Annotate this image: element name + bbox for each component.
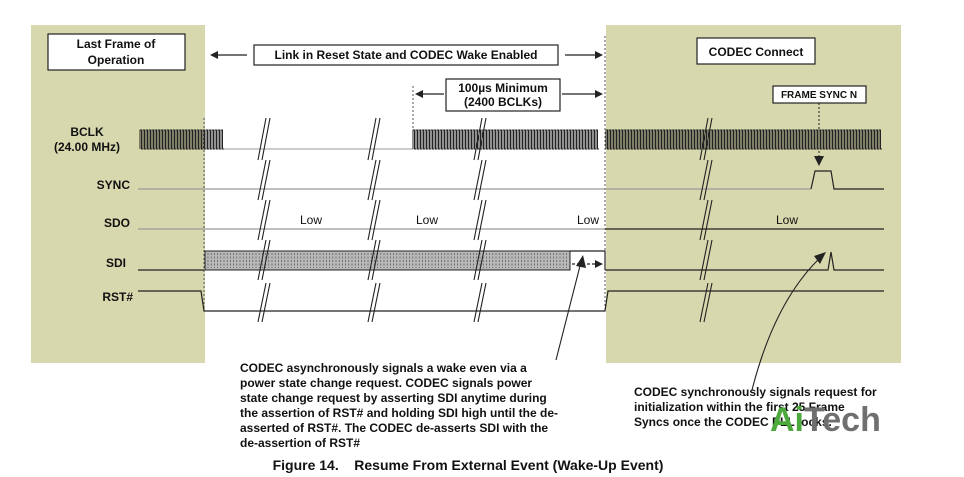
break-mark-4c (699, 199, 713, 241)
left-note-pointer (555, 261, 582, 361)
break-mark-4d (699, 239, 713, 281)
frame-sync-label: FRAME SYNC N (781, 90, 857, 101)
right-note-line1: CODEC synchronously signals request for (634, 385, 877, 399)
break-mark-2d (367, 239, 381, 281)
link-reset-box (253, 44, 559, 66)
break-mark-3a (473, 117, 487, 161)
left-note-line2: power state change request. CODEC signal… (240, 376, 532, 390)
min-time-arrowhead-left (415, 90, 423, 98)
bclk-clock-connect (605, 129, 882, 150)
watermark: AiTech (770, 401, 881, 439)
codec-connect-box (696, 37, 816, 65)
right-note: CODEC synchronously signals request for … (634, 385, 877, 429)
bclk-label-line2: (24.00 MHz) (54, 140, 120, 154)
min-time-arrowhead-right (595, 90, 603, 98)
sdi-hold-arrowhead (595, 260, 603, 268)
rst-waveform (138, 290, 884, 312)
bclk-clock-last-frame (139, 129, 224, 150)
sdi-low-connect (605, 251, 884, 271)
link-reset-arrowhead-right (595, 51, 603, 59)
break-mark-2a (367, 117, 381, 161)
break-mark-1c (257, 199, 271, 241)
rst-trace (138, 290, 884, 312)
break-mark-2b (367, 159, 381, 201)
break-mark-4b (699, 159, 713, 201)
min-time-label-line1: 100µs Minimum (458, 81, 548, 95)
right-note-arrowhead (814, 252, 826, 264)
sdi-label: SDI (106, 256, 126, 270)
watermark-tech: Tech (804, 401, 881, 439)
codec-connect-panel (606, 25, 901, 363)
left-note-line4: the assertion of RST# and holding SDI hi… (240, 406, 558, 420)
codec-connect-label: CODEC Connect (709, 45, 804, 59)
min-time-box (445, 78, 561, 112)
break-mark-3c (473, 199, 487, 241)
figure-caption: Figure 14. Resume From External Event (W… (273, 457, 664, 473)
break-mark-4e (699, 282, 713, 323)
break-mark-3e (473, 282, 487, 323)
sdo-low-label-3: Low (577, 213, 599, 227)
sdo-low-label-2: Low (416, 213, 438, 227)
break-mark-3d (473, 239, 487, 281)
right-note-line3: Syncs once the CODEC PLL locks. (634, 415, 832, 429)
left-note-line1: CODEC asynchronously signals a wake even… (240, 361, 527, 375)
sdo-label: SDO (104, 216, 130, 230)
sdi-high-hold (570, 250, 606, 270)
left-note-line6: de-assertion of RST# (240, 436, 360, 450)
bclk-trace (139, 129, 882, 150)
watermark-ai: Ai (770, 401, 804, 439)
sync-label: SYNC (97, 178, 131, 192)
last-frame-panel (31, 25, 205, 363)
left-note-line3: state change request by asserting SDI an… (240, 391, 547, 405)
right-note-line2: initialization within the first 25 Frame (634, 400, 845, 414)
frame-sync-arrowhead (814, 156, 824, 166)
break-markers (257, 117, 713, 323)
last-frame-box (47, 33, 186, 71)
sdo-low-label-1: Low (300, 213, 322, 227)
sdo-low-label-4: Low (776, 213, 798, 227)
left-note: CODEC asynchronously signals a wake even… (240, 361, 558, 450)
break-mark-1b (257, 159, 271, 201)
right-note-pointer (751, 255, 823, 391)
sdi-hatch-ticks (207, 253, 567, 268)
last-frame-label-line1: Last Frame of (77, 37, 157, 51)
link-reset-label: Link in Reset State and CODEC Wake Enabl… (275, 48, 538, 62)
break-mark-3b (473, 159, 487, 201)
link-reset-arrowhead-left (210, 51, 218, 59)
rst-label: RST# (102, 290, 133, 304)
last-frame-label-line2: Operation (88, 53, 145, 67)
left-note-line5: asserted of RST#. The CODEC de-asserts S… (240, 421, 548, 435)
break-mark-2e (367, 282, 381, 323)
bclk-label-line1: BCLK (70, 125, 104, 139)
break-mark-2c (367, 199, 381, 241)
min-time-label-line2: (2400 BCLKs) (464, 95, 542, 109)
left-note-arrowhead (576, 255, 586, 268)
break-mark-1a (257, 117, 271, 161)
break-mark-4a (699, 117, 713, 161)
break-mark-1e (257, 282, 271, 323)
sync-trace (138, 170, 884, 190)
bclk-clock-restart (412, 129, 599, 150)
sync-frame-pulse (810, 170, 884, 190)
break-mark-1d (257, 239, 271, 281)
